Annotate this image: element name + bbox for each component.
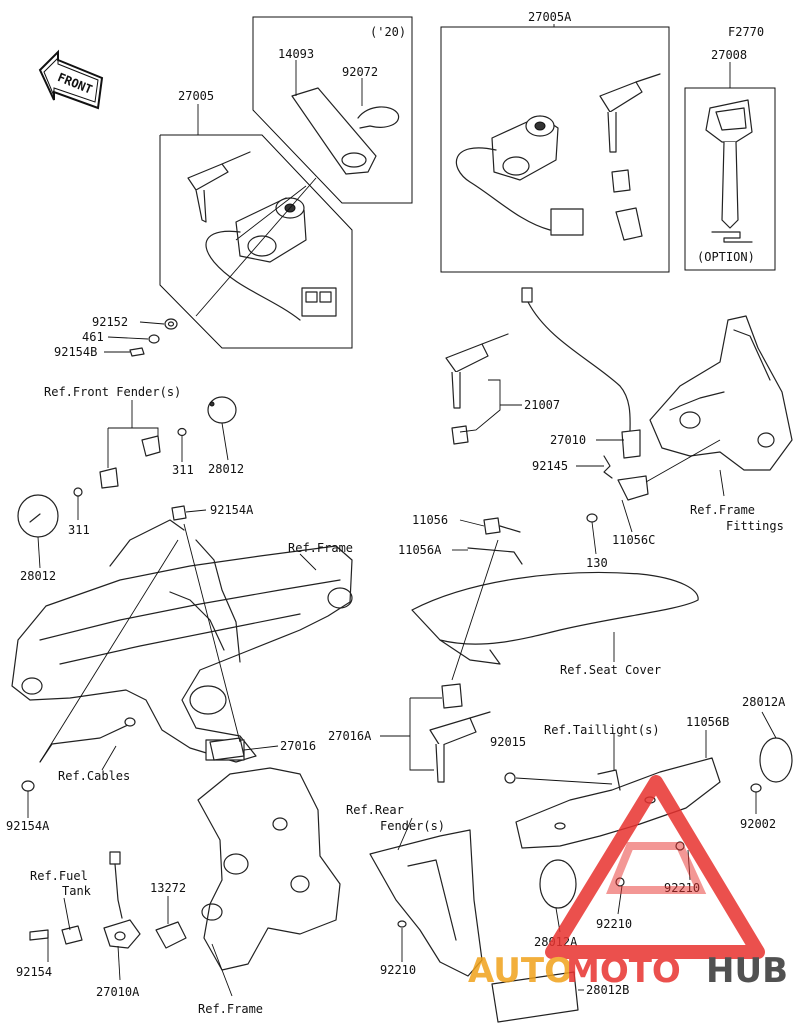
watermark-logo: AUTO MOTO HUB — [468, 775, 788, 991]
callout-92210-c: 92210 — [380, 963, 416, 977]
rear-fender — [369, 829, 483, 977]
callout-F2770: F2770 — [728, 25, 764, 39]
key-21007 — [445, 333, 509, 445]
key-27005A — [599, 73, 661, 153]
callout-11056C: 11056C — [612, 533, 655, 547]
callout-14093: 14093 — [278, 47, 314, 61]
callout-92154A-top: 92154A — [210, 503, 254, 517]
callout-92210-b: 92210 — [596, 917, 632, 931]
callout-27008: 27008 — [711, 48, 747, 62]
ref-seat-cover: Ref.Seat Cover — [560, 663, 661, 677]
cap-27005A — [611, 169, 643, 241]
callout-92154: 92154 — [16, 965, 52, 979]
callout-11056A: 11056A — [398, 543, 442, 557]
reflector-28012-right — [207, 396, 237, 424]
lock-27016 — [209, 737, 245, 761]
callout-92152: 92152 — [92, 315, 128, 329]
box-14093-20 — [252, 16, 413, 204]
bracket-11056B — [515, 757, 721, 849]
ref-fuel-tank-2: Tank — [62, 884, 92, 898]
bolt-130 — [586, 513, 598, 523]
bolt-92154B — [129, 347, 145, 357]
callout-27010: 27010 — [550, 433, 586, 447]
ignition-switch-27005A — [455, 115, 584, 236]
box-27005 — [159, 134, 353, 349]
callout-28012-right: 28012 — [208, 462, 244, 476]
nut-461 — [148, 334, 160, 344]
callout-130: 130 — [586, 556, 608, 570]
callout-27005: 27005 — [178, 89, 214, 103]
seat-cover — [411, 571, 699, 665]
reflector-28012B — [491, 971, 579, 1023]
ref-frame-fittings-2: Fittings — [726, 519, 784, 533]
watermark-text-hub: HUB — [706, 951, 788, 991]
callout-28012A-right: 28012A — [742, 695, 786, 709]
callout-92072: 92072 — [342, 65, 378, 79]
key-blank-27008 — [705, 99, 753, 243]
callout-21007: 21007 — [524, 398, 560, 412]
ref-rear-fender-2: Fender(s) — [380, 819, 445, 833]
callout-92154A-bottom: 92154A — [6, 819, 50, 833]
switch-11056 — [467, 517, 523, 565]
ref-frame-bottom: Ref.Frame — [198, 1002, 263, 1016]
references: Ref.Front Fender(s) Ref.Frame Ref.Cables… — [30, 385, 784, 1016]
switch-27010A — [103, 851, 141, 949]
callout-92002: 92002 — [740, 817, 776, 831]
bracket-14093 — [291, 87, 377, 175]
callout-13272: 13272 — [150, 881, 186, 895]
washer-92152 — [164, 318, 178, 330]
callout-311-left: 311 — [68, 523, 90, 537]
spring-92145 — [603, 455, 613, 479]
key-27005 — [187, 151, 251, 223]
ref-taillight: Ref.Taillight(s) — [544, 723, 660, 737]
callout-311-right: 311 — [172, 463, 194, 477]
reflector-28012A-right — [759, 737, 793, 783]
ref-front-fender: Ref.Front Fender(s) — [44, 385, 181, 399]
callout-92154B: 92154B — [54, 345, 97, 359]
stud-front — [99, 427, 187, 489]
frame-fittings — [649, 315, 793, 471]
callout-92015: 92015 — [490, 735, 526, 749]
reflector-28012A-bottom — [539, 859, 577, 909]
ref-frame-fittings-1: Ref.Frame — [690, 503, 755, 517]
bolt-92154 — [29, 925, 83, 945]
ref-fuel-tank-1: Ref.Fuel — [30, 869, 88, 883]
front-arrow-icon: FRONT — [38, 49, 104, 110]
callout-27016A: 27016A — [328, 729, 372, 743]
ref-frame-top: Ref.Frame — [288, 541, 353, 555]
bracket-13272 — [155, 921, 187, 949]
callout-92145: 92145 — [532, 459, 568, 473]
callouts: 27005 14093 92072 27005A F2770 27008 921… — [6, 10, 786, 999]
frame-bottom — [197, 767, 341, 971]
switch-27010 — [521, 287, 641, 459]
lock-27016A — [429, 683, 491, 783]
ref-rear-fender-1: Ref.Rear — [346, 803, 404, 817]
year-note: ('20) — [370, 25, 406, 39]
nut-92015 — [504, 772, 516, 784]
watermark-text-auto: AUTO — [468, 951, 573, 991]
warning-triangle-icon — [545, 775, 765, 959]
ignition-switch-27005 — [205, 197, 337, 321]
callout-11056: 11056 — [412, 513, 448, 527]
callout-28012-left: 28012 — [20, 569, 56, 583]
nut-92154A-bottom — [21, 780, 35, 792]
cable — [39, 717, 136, 763]
box-27005A — [440, 26, 670, 273]
bolt-92154A-top — [171, 505, 187, 521]
callout-28012B: 28012B — [586, 983, 629, 997]
callout-27016: 27016 — [280, 739, 316, 753]
callout-461: 461 — [82, 330, 104, 344]
band-92072 — [357, 106, 400, 129]
ref-cables: Ref.Cables — [58, 769, 130, 783]
option-note: (OPTION) — [697, 250, 755, 264]
callout-11056B: 11056B — [686, 715, 729, 729]
watermark-text-moto: MOTO — [566, 951, 681, 991]
bracket-11056C — [617, 475, 649, 501]
callout-27010A: 27010A — [96, 985, 140, 999]
callout-27005A: 27005A — [528, 10, 572, 24]
bolt-92002 — [750, 783, 762, 793]
